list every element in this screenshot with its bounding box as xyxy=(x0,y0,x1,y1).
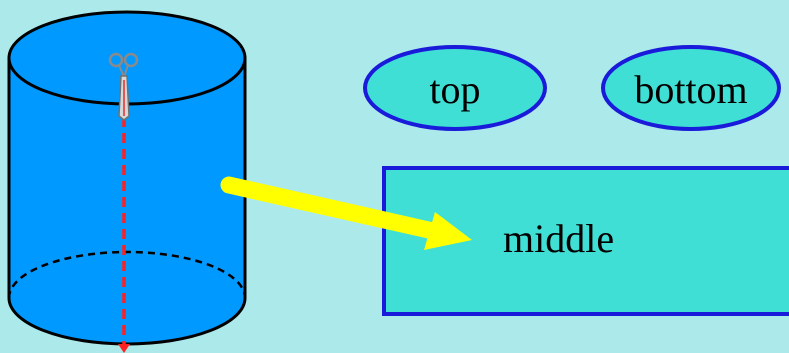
unroll-arrow xyxy=(220,176,472,250)
cylinder xyxy=(7,10,247,346)
cylinder-bottom-back-edge xyxy=(7,250,247,299)
cut-line-arrowhead xyxy=(118,344,130,353)
label-middle-text: middle xyxy=(503,216,614,261)
label-bottom-text: bottom xyxy=(634,67,747,112)
label-bottom-oval: bottom xyxy=(601,45,781,131)
label-top-oval: top xyxy=(363,45,547,131)
cylinder-body xyxy=(7,56,247,346)
unroll-arrowhead xyxy=(424,212,472,250)
scissors-icon xyxy=(108,52,139,121)
label-top-text: top xyxy=(429,67,480,112)
label-middle-rectangle: middle xyxy=(382,166,789,316)
cut-line xyxy=(118,85,130,353)
